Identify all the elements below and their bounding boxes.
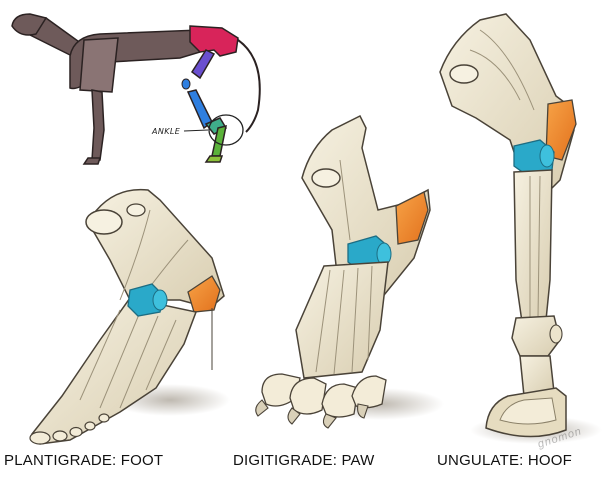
plantigrade-foot	[30, 190, 230, 444]
ungulate-cannon-bone	[514, 170, 552, 322]
skeleton-front-leg	[92, 90, 104, 160]
caption-ungulate: UNGULATE: HOOF	[437, 452, 572, 469]
skeleton-front-paw	[84, 158, 100, 164]
caption-plantigrade: PLANTIGRADE: FOOT	[4, 452, 163, 469]
skeleton-tail	[238, 40, 260, 132]
ungulate-sesamoid	[550, 325, 562, 343]
ankle-callout-line	[184, 130, 208, 131]
plantigrade-fibula-top	[127, 204, 145, 216]
digitigrade-metatarsals	[296, 262, 388, 378]
plantigrade-tibia-top	[86, 210, 122, 234]
digitigrade-heel	[396, 192, 428, 244]
plantigrade-foot-body	[32, 298, 196, 444]
caption-digitigrade: DIGITIGRADE: PAW	[233, 452, 375, 469]
digitigrade-tibia-top	[312, 169, 340, 187]
ungulate-tibia-top	[450, 65, 478, 83]
ungulate-ankle-cap	[540, 145, 554, 167]
skeleton-inset: ANKLE	[12, 14, 260, 164]
plantigrade-ankle-cap	[153, 290, 167, 310]
digitigrade-paw	[256, 116, 444, 428]
ankle-label: ANKLE	[151, 127, 181, 136]
skeleton-toe	[206, 156, 222, 162]
skeleton-knee	[182, 79, 190, 89]
skeleton-ribcage	[80, 38, 118, 92]
skeleton-femur	[192, 50, 214, 78]
ungulate-hoof	[440, 14, 602, 444]
